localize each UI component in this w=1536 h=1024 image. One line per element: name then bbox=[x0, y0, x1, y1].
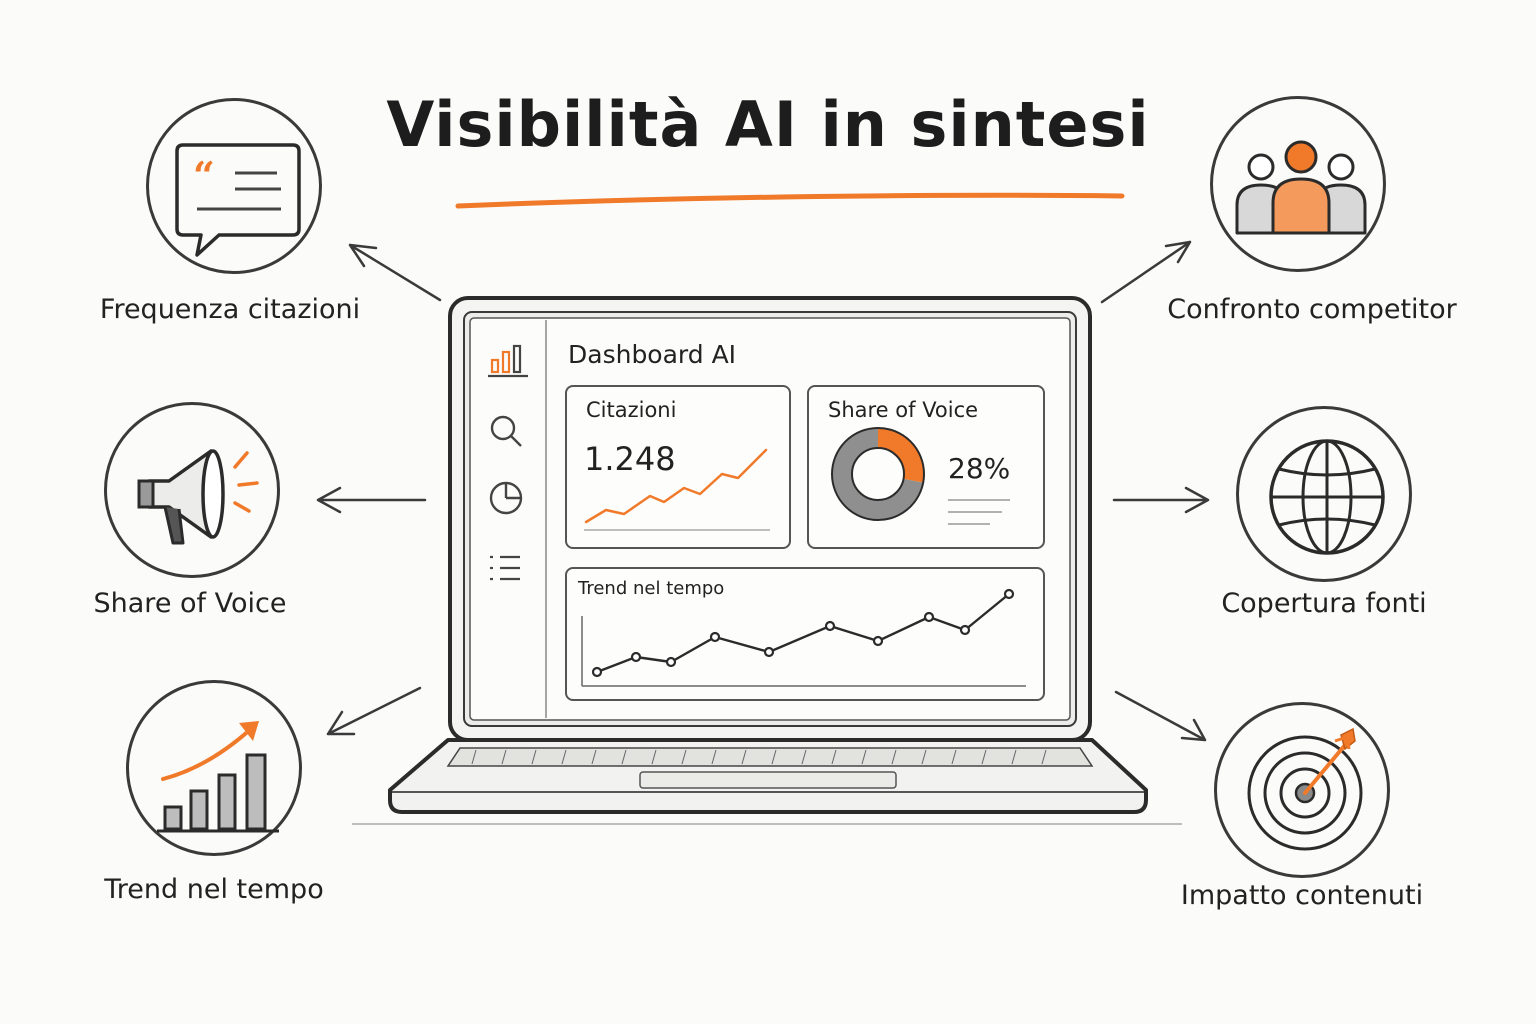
keyboard-key-divider bbox=[741, 749, 747, 765]
keyboard-key-divider bbox=[861, 749, 867, 765]
title-underline bbox=[455, 192, 1125, 209]
arrow-to-trend bbox=[326, 686, 422, 736]
feature-trend-nel-tempo bbox=[126, 680, 302, 856]
keyboard-key-divider bbox=[711, 749, 717, 765]
donut-slice-rest bbox=[832, 428, 924, 520]
trend-point bbox=[709, 631, 721, 643]
keyboard-key-divider bbox=[831, 749, 837, 765]
keyboard-key-divider bbox=[1011, 749, 1017, 765]
trend-point bbox=[763, 646, 775, 658]
keyboard-key-divider bbox=[591, 749, 597, 765]
label-share-of-voice: Share of Voice bbox=[93, 588, 287, 619]
feature-copertura-fonti bbox=[1236, 406, 1412, 582]
trend-point bbox=[665, 656, 677, 668]
label-copertura-fonti: Copertura fonti bbox=[1221, 588, 1427, 619]
trend-point bbox=[1003, 588, 1015, 600]
arrow-to-confronto bbox=[1100, 240, 1192, 304]
keyboard-key-divider bbox=[891, 749, 897, 765]
bar-chart-icon[interactable] bbox=[488, 344, 528, 378]
donut-outline-outer bbox=[831, 427, 925, 521]
donut-outline-inner bbox=[851, 447, 905, 501]
sov-value: 28% bbox=[948, 452, 1011, 485]
citations-label: Citazioni bbox=[586, 398, 677, 422]
target-arrow-icon bbox=[1247, 727, 1363, 851]
list-icon[interactable] bbox=[490, 555, 520, 581]
page-title: Visibilità AI in sintesi bbox=[386, 88, 1150, 161]
trend-point bbox=[872, 635, 884, 647]
keyboard-key-divider bbox=[681, 749, 687, 765]
feature-frequenza-citazioni: “ bbox=[146, 98, 322, 274]
keyboard-key-divider bbox=[471, 749, 477, 765]
search-icon[interactable] bbox=[490, 415, 522, 447]
svg-text:“: “ bbox=[193, 153, 215, 198]
label-confronto-competitor: Confronto competitor bbox=[1167, 294, 1457, 325]
feature-share-of-voice bbox=[104, 402, 280, 578]
quote-speech-bubble-icon: “ bbox=[175, 143, 301, 257]
trend-line bbox=[596, 593, 1010, 674]
citations-card[interactable] bbox=[565, 385, 791, 549]
sov-label: Share of Voice bbox=[828, 398, 979, 422]
arrow-to-copertura bbox=[1112, 486, 1210, 514]
donut-slice-share bbox=[877, 428, 924, 483]
trackpad bbox=[639, 771, 897, 789]
keyboard-key-divider bbox=[531, 749, 537, 765]
trend-card-label: Trend nel tempo bbox=[578, 578, 725, 599]
trend-card[interactable] bbox=[565, 567, 1045, 701]
label-trend-nel-tempo: Trend nel tempo bbox=[104, 874, 324, 905]
sov-legend-lines bbox=[948, 499, 1010, 525]
growth-bars-arrow-icon bbox=[157, 721, 279, 833]
keyboard-key-divider bbox=[801, 749, 807, 765]
share-of-voice-donut bbox=[831, 427, 925, 521]
keyboard-key-divider bbox=[981, 749, 987, 765]
feature-confronto-competitor bbox=[1210, 96, 1386, 272]
keyboard-key-divider bbox=[1041, 749, 1047, 765]
citations-sparkline bbox=[584, 448, 768, 524]
citations-value: 1.248 bbox=[584, 440, 676, 478]
pie-chart-icon[interactable] bbox=[489, 481, 523, 515]
trend-point bbox=[591, 666, 603, 678]
label-frequenza-citazioni: Frequenza citazioni bbox=[99, 294, 361, 325]
keyboard-key-divider bbox=[921, 749, 927, 765]
trend-point bbox=[959, 624, 971, 636]
trend-point bbox=[630, 651, 642, 663]
megaphone-icon bbox=[137, 449, 259, 545]
people-group-icon bbox=[1235, 140, 1367, 235]
trend-point bbox=[923, 611, 935, 623]
label-impatto-contenuti: Impatto contenuti bbox=[1180, 880, 1424, 911]
laptop bbox=[352, 296, 1182, 825]
keyboard-key-divider bbox=[501, 749, 507, 765]
keyboard-key-divider bbox=[621, 749, 627, 765]
keyboard-keys bbox=[471, 749, 1047, 765]
keyboard-key-divider bbox=[651, 749, 657, 765]
arrow-to-frequenza bbox=[348, 243, 442, 302]
feature-impatto-contenuti bbox=[1214, 702, 1390, 878]
keyboard-key-divider bbox=[951, 749, 957, 765]
connector-arrows bbox=[316, 240, 1210, 742]
arrow-to-share bbox=[316, 486, 427, 514]
trend-points bbox=[591, 588, 1015, 678]
dashboard-title: Dashboard AI bbox=[568, 340, 737, 369]
keyboard-key-divider bbox=[771, 749, 777, 765]
keyboard bbox=[446, 747, 1094, 767]
trend-point bbox=[824, 620, 836, 632]
globe-icon bbox=[1269, 439, 1385, 555]
keyboard-key-divider bbox=[561, 749, 567, 765]
arrow-to-impatto bbox=[1114, 690, 1207, 742]
